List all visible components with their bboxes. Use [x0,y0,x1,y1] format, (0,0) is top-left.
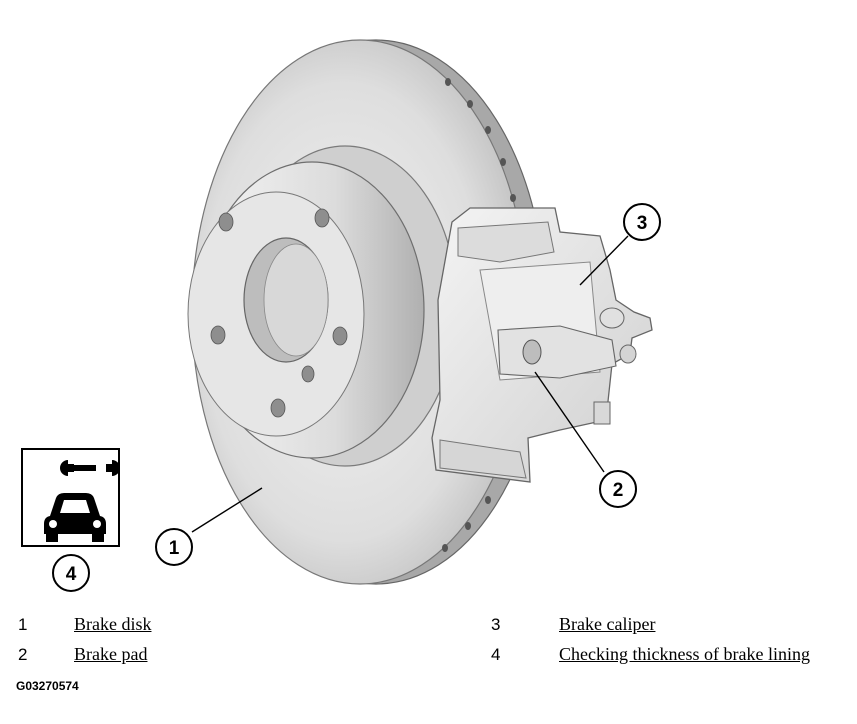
legend-number-2: 2 [18,645,28,664]
legend-number-1: 1 [18,615,28,634]
svg-text:3: 3 [637,213,648,234]
car-icon [44,493,106,542]
legend-link-brake-pad[interactable]: Brake pad [74,644,148,664]
callout-2: 2 [599,470,637,508]
callout-1: 1 [155,528,193,566]
legend-link-checking-brake-lining[interactable]: Checking thickness of brake lining [559,644,810,664]
callout-3: 3 [623,203,661,241]
svg-text:1: 1 [169,538,180,559]
leader-lines [191,235,629,533]
wrench-icon [60,460,120,476]
figure-code: G03270574 [16,679,79,693]
brake-assembly-diagram: 1 2 3 4 [21,39,661,592]
callout-4: 4 [52,554,90,592]
legend-number-3: 3 [491,615,501,634]
brake-caliper [431,207,653,483]
legend-link-brake-disk[interactable]: Brake disk [74,614,152,634]
legend-number-4: 4 [491,645,501,664]
svg-text:2: 2 [613,480,624,501]
service-check-icon [21,448,120,547]
svg-text:4: 4 [66,564,77,585]
legend-link-brake-caliper[interactable]: Brake caliper [559,614,656,634]
